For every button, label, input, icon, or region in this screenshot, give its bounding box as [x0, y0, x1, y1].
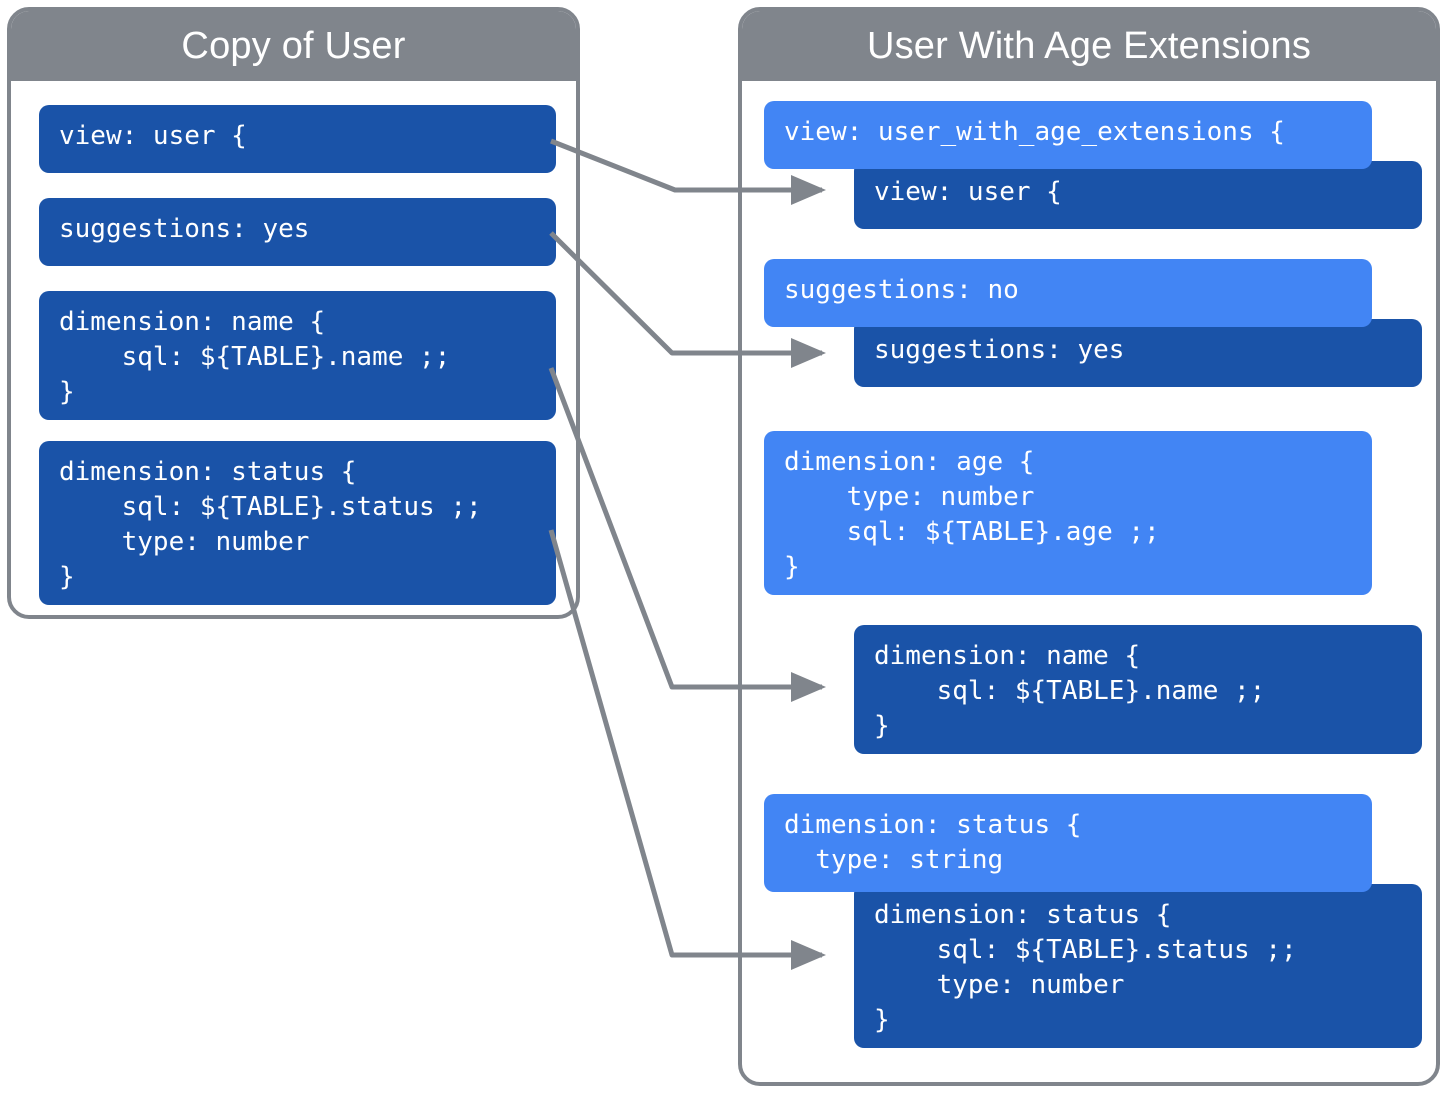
panel-copy-of-user: Copy of User view: user { suggestions: y…	[7, 7, 580, 619]
code-box-right-suggestions-yes[interactable]: suggestions: yes	[854, 319, 1422, 387]
code-box-left-dimension-name[interactable]: dimension: name { sql: ${TABLE}.name ;; …	[39, 291, 556, 420]
code-box-right-dimension-name[interactable]: dimension: name { sql: ${TABLE}.name ;; …	[854, 625, 1422, 754]
code-box-left-suggestions[interactable]: suggestions: yes	[39, 198, 556, 266]
code-box-right-dimension-status-number[interactable]: dimension: status { sql: ${TABLE}.status…	[854, 884, 1422, 1048]
code-box-right-view-extension[interactable]: view: user_with_age_extensions {	[764, 101, 1372, 169]
code-box-left-dimension-status[interactable]: dimension: status { sql: ${TABLE}.status…	[39, 441, 556, 605]
panel-user-with-age-extensions: User With Age Extensions view: user_with…	[738, 7, 1440, 1086]
panel-copy-of-user-title: Copy of User	[11, 11, 576, 81]
code-box-right-dimension-age[interactable]: dimension: age { type: number sql: ${TAB…	[764, 431, 1372, 595]
code-box-left-view[interactable]: view: user {	[39, 105, 556, 173]
code-box-right-suggestions-no[interactable]: suggestions: no	[764, 259, 1372, 327]
code-box-right-dimension-status-string[interactable]: dimension: status { type: string	[764, 794, 1372, 892]
panel-user-with-age-extensions-title: User With Age Extensions	[742, 11, 1436, 81]
code-box-right-view-user[interactable]: view: user {	[854, 161, 1422, 229]
